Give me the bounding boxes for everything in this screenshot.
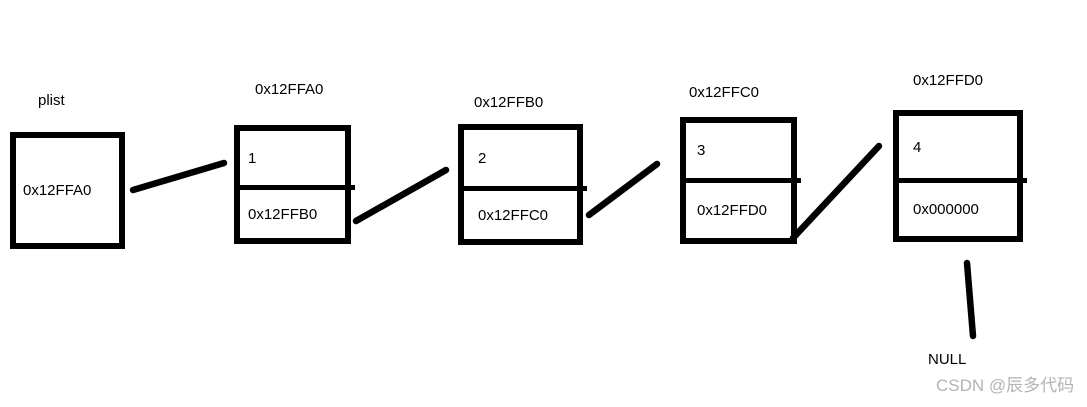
node4-next-pointer: 0x000000: [913, 201, 979, 218]
node3-next-pointer: 0x12FFD0: [697, 202, 768, 219]
node4-box: 4 0x000000: [893, 110, 1027, 242]
arrow-node4-to-null: [963, 259, 977, 340]
node3-address-label: 0x12FFC0: [689, 84, 760, 101]
node1-next-cell: 0x12FFB0: [240, 190, 345, 238]
node4-divider: [895, 178, 1027, 183]
node3-divider: [682, 178, 801, 183]
node1-box: 1 0x12FFB0: [234, 125, 355, 244]
arrow-node2-to-node3: [585, 160, 661, 219]
plist-value: 0x12FFA0: [23, 182, 92, 199]
node1-address-label: 0x12FFA0: [255, 81, 324, 98]
arrow-node1-to-node2: [352, 166, 450, 225]
node3-value: 3: [697, 142, 706, 159]
node3-box: 3 0x12FFD0: [680, 117, 801, 244]
node2-next-cell: 0x12FFC0: [464, 191, 577, 239]
node2-value: 2: [478, 149, 487, 167]
node2-next-pointer: 0x12FFC0: [478, 206, 549, 224]
node4-value: 4: [913, 138, 922, 156]
arrow-node3-to-node4: [789, 142, 883, 242]
arrow-plist-to-node1: [129, 159, 228, 194]
node4-data-cell: 4: [899, 116, 1017, 178]
node4-address-label: 0x12FFD0: [913, 72, 984, 89]
node1-value: 1: [248, 149, 257, 167]
node1-divider: [236, 185, 355, 190]
node2-divider: [460, 186, 587, 191]
node3-next-cell: 0x12FFD0: [686, 183, 791, 238]
watermark: CSDN @辰多代码: [936, 376, 1075, 395]
node1-data-cell: 1: [240, 131, 345, 185]
node3-data-cell: 3: [686, 123, 791, 178]
node2-data-cell: 2: [464, 130, 577, 186]
node1-next-pointer: 0x12FFB0: [248, 205, 318, 223]
node2-address-label: 0x12FFB0: [474, 94, 544, 111]
null-label: NULL: [928, 351, 967, 368]
node2-box: 2 0x12FFC0: [458, 124, 587, 245]
plist-label: plist: [38, 92, 65, 109]
plist-box: 0x12FFA0: [10, 132, 125, 249]
node4-next-cell: 0x000000: [899, 183, 1017, 236]
